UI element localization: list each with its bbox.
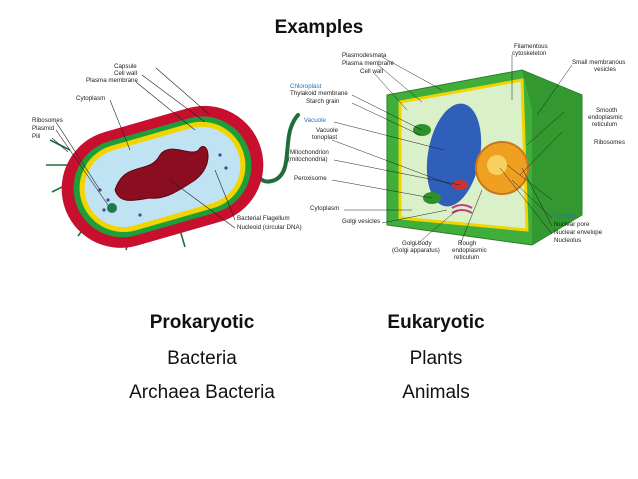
plasmid	[107, 203, 117, 213]
eukaryotic-item: Plants	[409, 348, 463, 369]
label-golgi-vesicles: Golgi vesicles	[342, 218, 380, 225]
eukaryotic-heading: Eukaryotic	[387, 312, 485, 333]
ribosome-dots	[98, 153, 228, 217]
eukaryotic-column: Eukaryotic Plants Animals	[316, 312, 556, 416]
label-rough-er-2: endoplasmic	[452, 247, 487, 254]
label-small-vesicles-1: Small membranous	[572, 59, 625, 66]
label-small-vesicles-2: vesicles	[594, 66, 616, 73]
prokaryotic-column: Prokaryotic Bacteria Archaea Bacteria	[82, 312, 322, 416]
label-peroxisome: Peroxisome	[294, 175, 327, 182]
label-mitochondrion: Mitochondrion	[290, 149, 329, 156]
label-smooth-er-3: reticulum	[592, 121, 617, 128]
label-filamentous-1: Filamentous	[514, 43, 548, 50]
label-cell-wall: Cell wall	[114, 70, 137, 77]
label-plasma-membrane: Plasma membrane	[86, 77, 138, 84]
label-cytoplasm-plant: Cytoplasm	[310, 205, 339, 212]
label-plasmid: Plasmid	[32, 125, 55, 132]
label-filamentous-2: cytoskeleton	[512, 50, 547, 57]
label-nucleus: Nucleus	[554, 213, 576, 220]
label-vacuole-membrane: Vacuole	[316, 127, 338, 134]
prokaryotic-item: Archaea Bacteria	[129, 382, 275, 403]
nucleoid	[114, 145, 209, 201]
prokaryote-diagram: Capsule Cell wall Plasma membrane Cytopl…	[32, 63, 302, 251]
label-pili: Pili	[32, 133, 40, 140]
label-golgi-apparatus: (Golgi apparatus)	[392, 247, 440, 254]
eukaryote-diagram: Plasmodesmata Plasma membrane Cell wall …	[288, 43, 625, 261]
label-flagellum: Bacterial Flagellum	[237, 215, 290, 222]
plant-nucleolus	[487, 155, 507, 175]
plant-cell-wall-side	[522, 70, 582, 245]
label-ribosomes: Ribosomes	[32, 117, 63, 124]
label-golgi-body: Golgi body	[402, 240, 432, 247]
label-capsule: Capsule	[114, 63, 137, 70]
label-mitochondria: (mitochondria)	[288, 156, 328, 163]
label-rough-er-1: Rough	[458, 240, 477, 247]
label-cell-wall-plant: Cell wall	[360, 68, 383, 75]
prokaryotic-heading: Prokaryotic	[149, 312, 255, 333]
prokaryotic-item: Bacteria	[167, 348, 237, 369]
label-vacuole: Vacuole	[304, 117, 326, 124]
label-plasma-membrane-plant: Plasma membrane	[342, 60, 394, 67]
label-nucleolus: Nucleolus	[554, 237, 581, 244]
label-smooth-er-2: endoplasmic	[588, 114, 623, 121]
label-tonoplast: tonoplast	[312, 134, 337, 141]
slide-title: Examples	[274, 17, 364, 38]
golgi	[451, 204, 473, 214]
eukaryotic-item: Animals	[402, 382, 470, 403]
label-chloroplast: Chloroplast	[290, 83, 322, 90]
label-plasmodesmata: Plasmodesmata	[342, 52, 387, 59]
label-thylakoid: Thylakoid membrane	[290, 90, 348, 97]
label-smooth-er-1: Smooth	[596, 107, 618, 114]
label-nuclear-envelope: Nuclear envelope	[554, 229, 603, 236]
label-cytoplasm: Cytoplasm	[76, 95, 105, 102]
label-ribosomes-plant: Ribosomes	[594, 139, 625, 146]
label-nuclear-pore: Nuclear pore	[554, 221, 590, 228]
label-nucleoid: Nucleoid (circular DNA)	[237, 224, 302, 231]
label-starch: Starch grain	[306, 98, 340, 105]
label-rough-er-3: reticulum	[454, 254, 479, 261]
